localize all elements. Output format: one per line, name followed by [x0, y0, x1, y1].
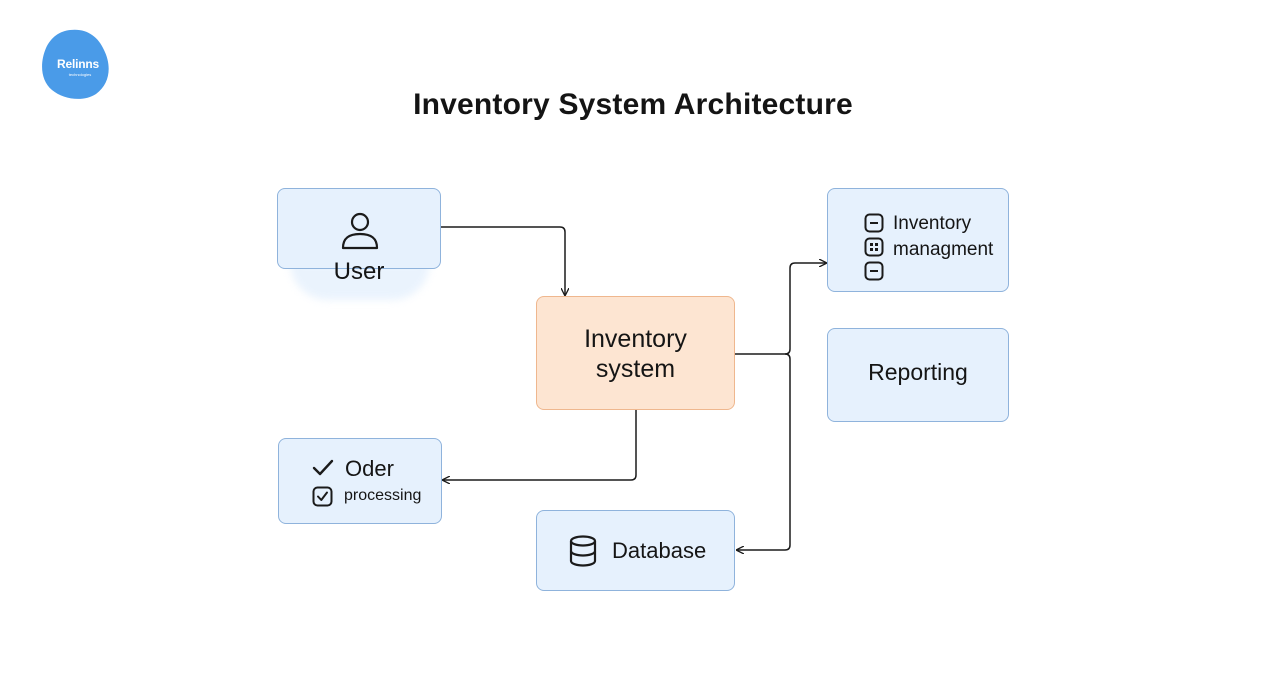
- diagram-title: Inventory System Architecture: [413, 88, 853, 121]
- inventory-management-label-line2: managment: [893, 239, 994, 260]
- minus-box-icon: [864, 213, 884, 233]
- connector-system-to-database: [737, 353, 791, 550]
- connector-system-to-inventory-management: [735, 263, 826, 355]
- person-icon: [341, 212, 379, 250]
- order-processing-label-line2: processing: [344, 487, 422, 504]
- order-processing-label-line1: Oder: [345, 456, 394, 481]
- inventory-management-node: Inventory managment: [827, 188, 1009, 292]
- inventory-system-label-line2: system: [595, 355, 676, 383]
- database-label: Database: [612, 538, 707, 563]
- minus-box-icon: [864, 261, 884, 281]
- reporting-label: Reporting: [868, 359, 968, 385]
- grid-box-icon: [864, 237, 884, 257]
- inventory-management-label-line1: Inventory: [893, 213, 972, 234]
- logo-blob: [42, 29, 109, 99]
- checkbox-icon: [312, 486, 333, 507]
- user-label: User: [333, 258, 385, 285]
- check-icon: [312, 459, 334, 476]
- inventory-system-label-line1: Inventory: [584, 325, 687, 353]
- order-processing-node: Oder processing: [278, 438, 442, 524]
- logo-text: Relinns: [57, 57, 99, 71]
- logo-subtext: technologies: [68, 72, 92, 77]
- database-node: Database: [536, 510, 735, 591]
- database-icon: [569, 535, 597, 567]
- company-logo: Relinns technologies: [40, 28, 112, 100]
- reporting-node: Reporting: [827, 328, 1009, 422]
- connector-system-to-order-processing: [443, 410, 637, 480]
- user-node: [277, 188, 441, 269]
- connector-user-to-system: [441, 226, 565, 295]
- inventory-system-node: Inventory system: [536, 296, 735, 410]
